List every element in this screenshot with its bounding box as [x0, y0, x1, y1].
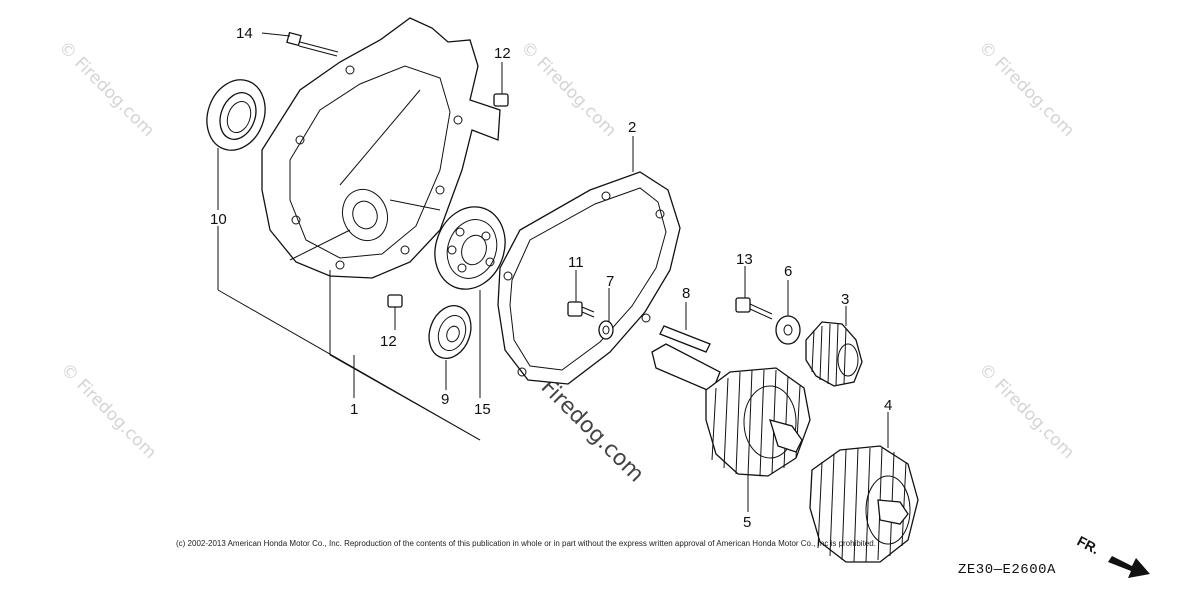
callout-8: 8	[682, 285, 690, 302]
part-4-gear	[809, 445, 919, 563]
part-2-gasket	[497, 171, 681, 385]
part-15-bearing	[434, 206, 506, 290]
callout-1: 1	[350, 401, 358, 418]
watermark-top-left: © Firedog.com	[54, 37, 158, 141]
diagram-code: ZE30—E2600A	[958, 562, 1056, 578]
callout-4: 4	[884, 397, 892, 414]
front-direction-indicator: FR.	[1075, 533, 1150, 578]
part-7-washer	[598, 320, 614, 340]
fr-label: FR.	[1075, 533, 1102, 558]
callout-6: 6	[784, 263, 792, 280]
watermark-bottom-right: © Firedog.com	[974, 359, 1078, 463]
callout-12-lower: 12	[380, 333, 397, 350]
callout-13: 13	[736, 251, 753, 268]
part-5-shaft-gear	[651, 343, 811, 477]
part-9-bearing	[428, 305, 472, 359]
part-10-oil-seal	[206, 79, 266, 151]
watermark-top-mid: © Firedog.com	[516, 37, 620, 141]
watermark-top-right: © Firedog.com	[974, 37, 1078, 141]
callout-15: 15	[474, 401, 491, 418]
callout-5: 5	[743, 514, 751, 531]
part-1-transmission-case	[261, 17, 501, 279]
callout-2: 2	[628, 119, 636, 136]
callout-9: 9	[441, 391, 449, 408]
part-12-dowel-pin-upper	[493, 93, 509, 107]
copyright-notice: (c) 2002-2013 American Honda Motor Co., …	[176, 539, 876, 548]
callout-3: 3	[841, 291, 849, 308]
fr-arrow-icon	[1108, 556, 1150, 578]
part-6-washer	[775, 315, 801, 345]
part-8-key	[659, 325, 711, 353]
callout-10: 10	[210, 211, 227, 228]
leader-lines	[217, 32, 889, 512]
part-11-bolt	[567, 301, 595, 318]
part-14-bolt	[286, 31, 339, 57]
callout-12-upper: 12	[494, 45, 511, 62]
watermark-bottom-left: © Firedog.com	[56, 359, 160, 463]
part-3-pinion-gear	[805, 321, 863, 387]
watermark-center: Firedog.com	[536, 375, 649, 488]
part-13-bolt	[735, 297, 773, 320]
callout-7: 7	[606, 273, 614, 290]
callout-11: 11	[568, 254, 584, 271]
callout-14: 14	[236, 25, 253, 42]
part-12-dowel-pin-lower	[387, 294, 403, 308]
callouts: 14 12 10 12 1 9 15 2 11 7 8 13 6 3 4 5	[210, 25, 892, 531]
